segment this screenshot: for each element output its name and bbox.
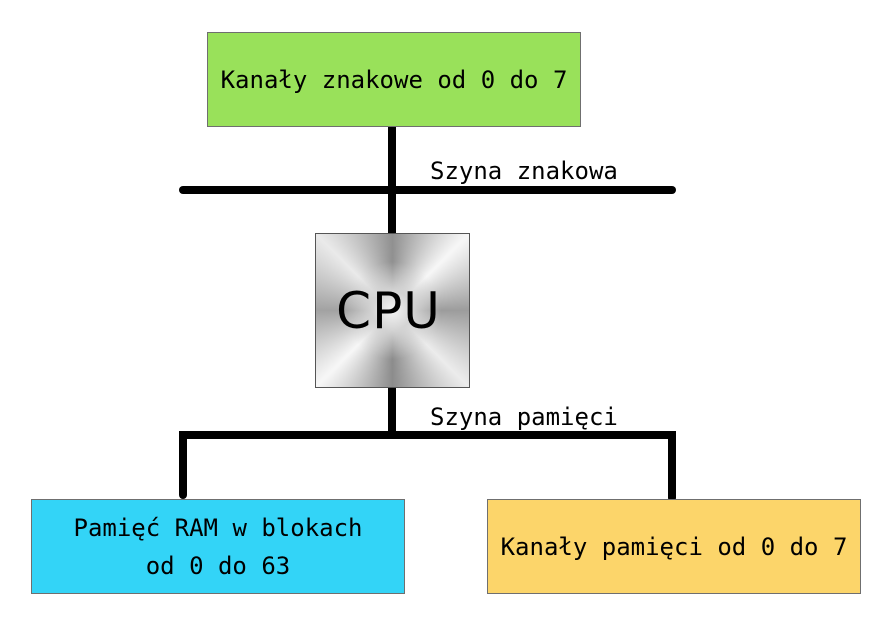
ram-box: Pamięć RAM w blokach od 0 do 63: [31, 499, 405, 594]
char-channels-box: Kanały znakowe od 0 do 7: [207, 32, 581, 127]
memory-bus-label: Szyna pamięci: [430, 403, 618, 431]
memory-channels-box: Kanały pamięci od 0 do 7: [487, 499, 861, 594]
char-bus-to-cpu-wire: [388, 190, 396, 234]
cpu-label: CPU: [336, 281, 441, 340]
cpu-box: CPU: [315, 233, 470, 388]
ram-label: Pamięć RAM w blokach od 0 do 63: [74, 509, 363, 585]
memory-bus-to-memory-channels-wire: [668, 431, 676, 502]
char-channels-label: Kanały znakowe od 0 do 7: [220, 65, 568, 94]
char-channels-to-char-bus-wire: [388, 127, 396, 191]
cpu-to-memory-bus-wire: [388, 387, 396, 436]
memory-channels-label: Kanały pamięci od 0 do 7: [500, 532, 848, 561]
memory-bus-to-ram-wire: [179, 431, 187, 499]
character-bus-label: Szyna znakowa: [430, 157, 618, 185]
ram-label-line-2: od 0 do 63: [145, 551, 291, 580]
memory-bus-line: [179, 431, 676, 439]
character-bus-line: [179, 186, 676, 194]
ram-label-line-1: Pamięć RAM w blokach: [73, 513, 363, 542]
